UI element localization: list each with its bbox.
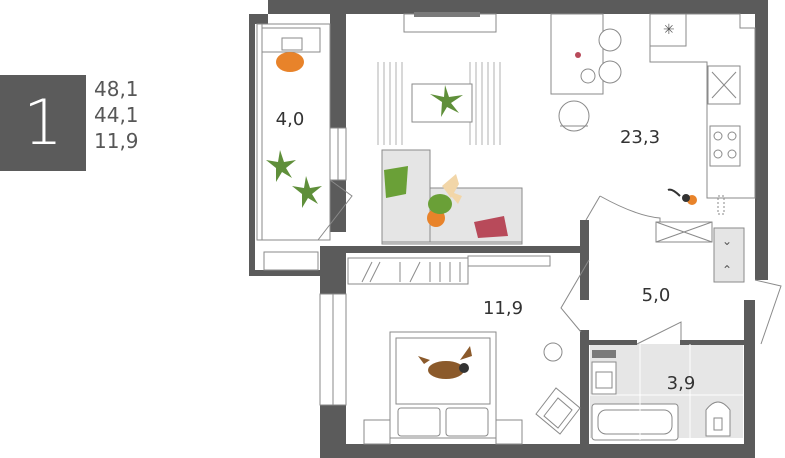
plant-icon xyxy=(430,85,463,117)
rug xyxy=(377,62,501,145)
total-area: 48,1 xyxy=(94,77,139,101)
svg-text:⌄: ⌄ xyxy=(722,234,732,248)
kitchen xyxy=(550,13,756,199)
shoe-rack xyxy=(713,227,745,283)
room-label-living-kitchen: 23,3 xyxy=(620,127,660,148)
svg-text:⌃: ⌃ xyxy=(722,263,732,277)
rooms-count: 1 xyxy=(23,86,63,159)
lamp-icon xyxy=(543,342,563,362)
stools xyxy=(558,28,622,132)
stove-icon xyxy=(709,125,741,167)
living-area: 44,1 xyxy=(94,103,139,127)
bedroom-area: 11,9 xyxy=(94,129,139,153)
area-summary: 48,1 44,1 11,9 xyxy=(94,76,139,154)
rooms-count-badge: 1 xyxy=(0,75,86,171)
armchair-icon xyxy=(535,387,581,435)
bathroom xyxy=(591,350,731,441)
person-icon xyxy=(427,174,462,227)
room-label-balcony: 4,0 xyxy=(276,109,305,130)
cat-icon xyxy=(667,188,697,205)
plant-icon xyxy=(266,150,322,208)
room-label-bathroom: 3,9 xyxy=(667,373,696,394)
room-label-bedroom: 11,9 xyxy=(483,298,523,319)
dog-icon xyxy=(418,346,472,379)
walls xyxy=(249,0,768,458)
room-label-hall: 5,0 xyxy=(642,285,671,306)
sofa-icon xyxy=(381,149,523,245)
bed-icon xyxy=(363,331,523,445)
stool-icon xyxy=(276,52,304,72)
svg-text:✳: ✳ xyxy=(663,22,675,38)
